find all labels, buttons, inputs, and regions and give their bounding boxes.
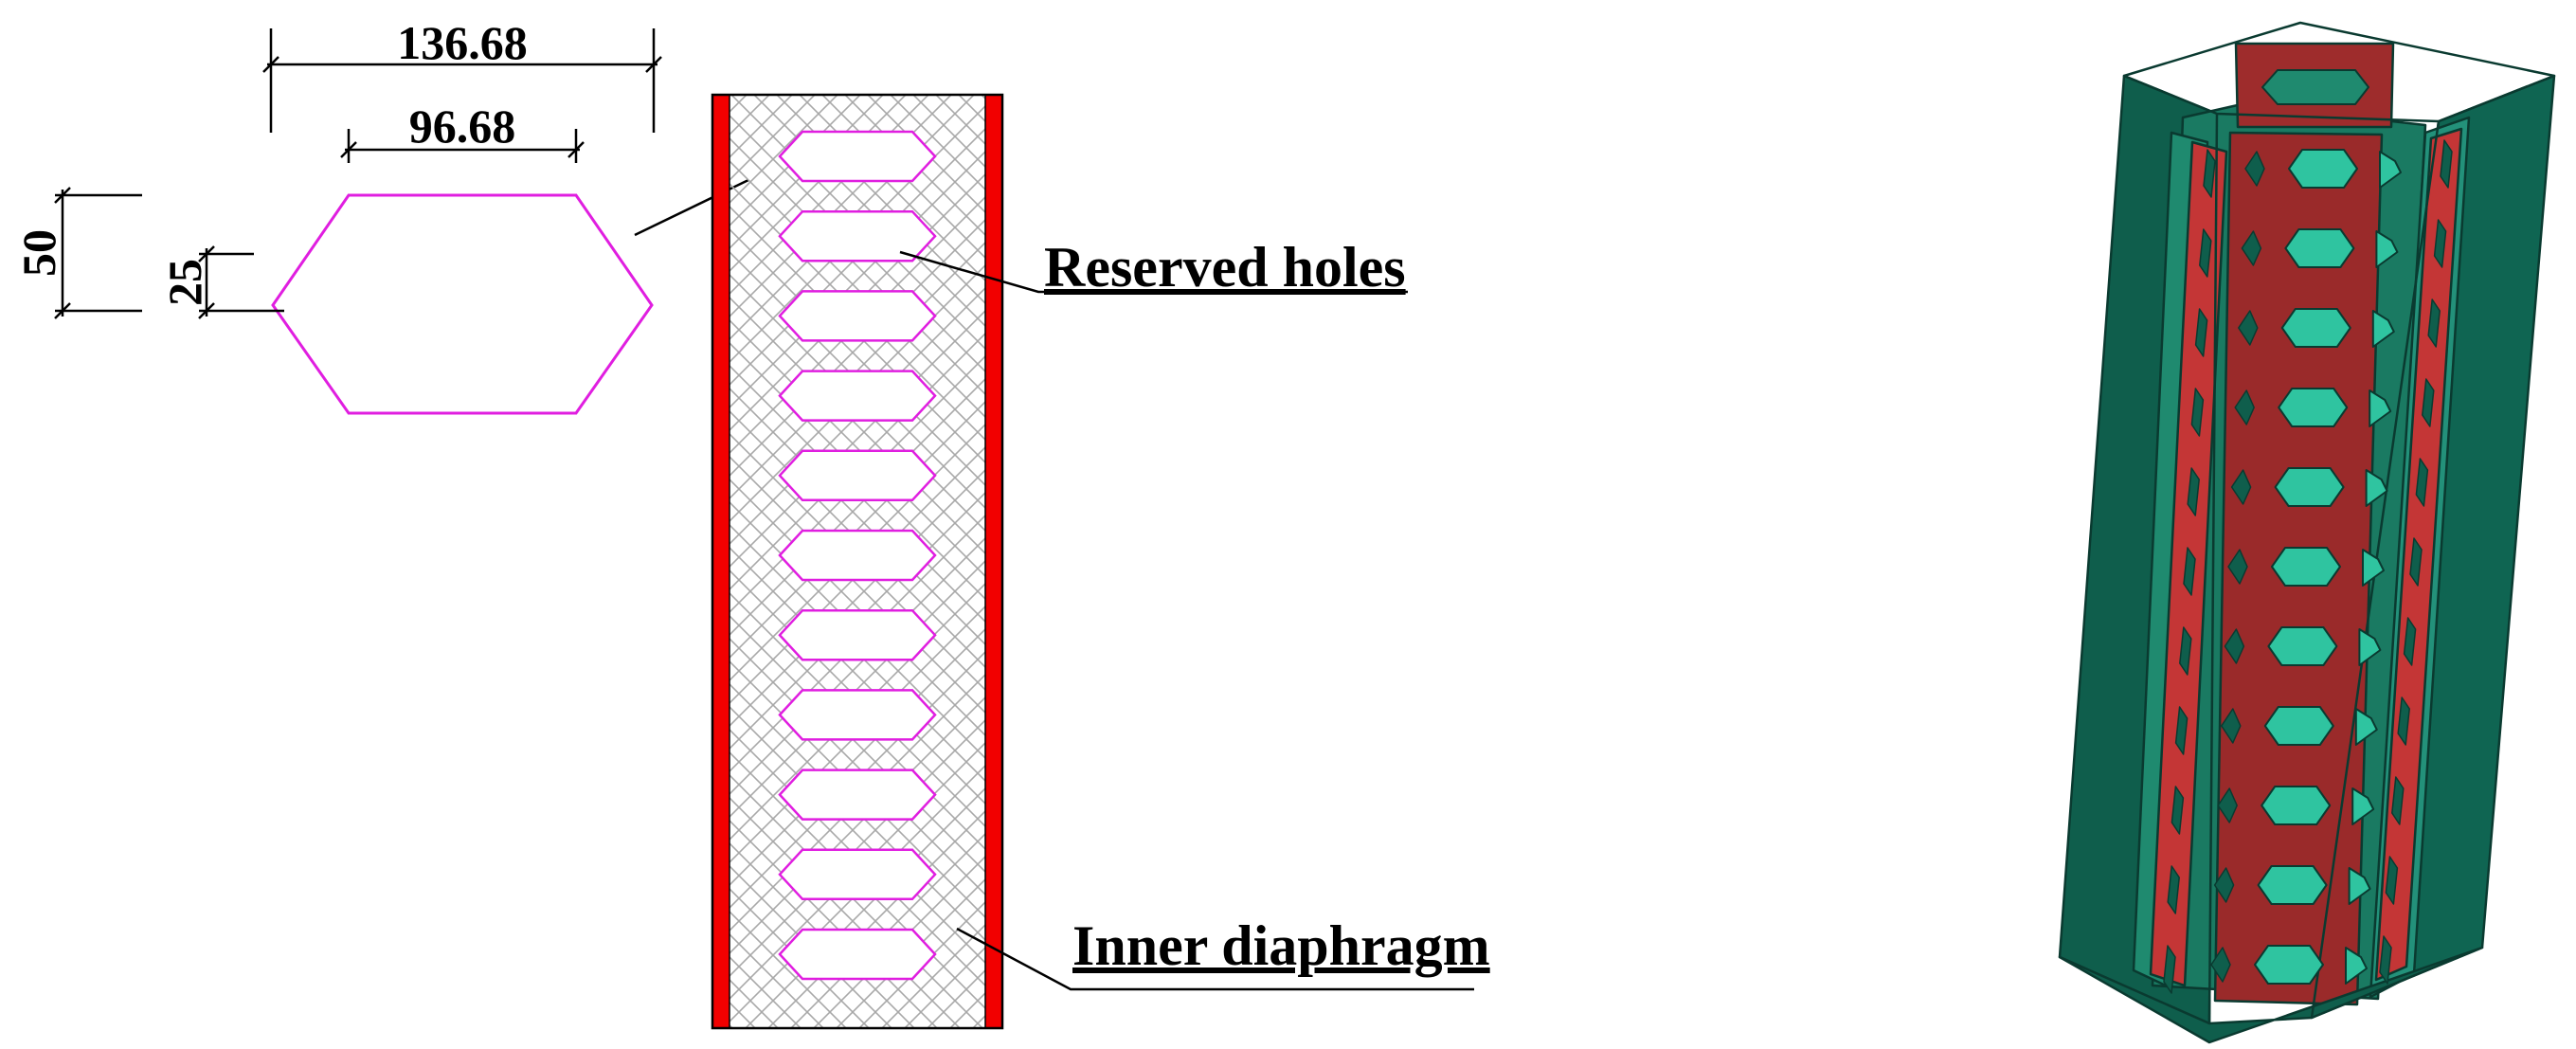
reserved-hole (778, 689, 937, 741)
dim-inner-width-label: 96.68 (409, 99, 516, 153)
model-strip-hole (2391, 776, 2405, 825)
reserved-hole (778, 608, 937, 661)
model-hole (2257, 865, 2328, 905)
model-hole-side (2210, 947, 2231, 983)
model-hole (2263, 706, 2334, 746)
model-strip-hole (2427, 298, 2441, 348)
model-hole-side (2238, 310, 2259, 346)
column-3d-model (2058, 21, 2556, 1044)
reserved-holes-column (778, 130, 937, 981)
dim-inner-width (340, 129, 585, 163)
model-strip-hole (2403, 617, 2417, 666)
model-hole-side (2221, 708, 2242, 744)
left-steel-plate (712, 95, 730, 1028)
model-bottom-face (2058, 946, 2484, 1044)
model-strip-hole (2379, 935, 2392, 985)
model-strip-hole (2415, 458, 2429, 507)
model-strip-hole (2190, 388, 2205, 437)
model-hole (2271, 547, 2341, 587)
callout-reserved-holes: Reserved holes (899, 236, 1408, 298)
model-hole (2288, 149, 2358, 189)
reserved-hole (778, 928, 937, 981)
reserved-hole (778, 449, 937, 502)
reserved-hole (778, 209, 937, 262)
model-hole-side (2217, 787, 2238, 823)
model-strip-hole (2194, 308, 2208, 357)
model-hole-side (2379, 151, 2402, 189)
inner-diaphragm-label: Inner diaphragm (1072, 914, 1490, 977)
model-hole-side (2358, 628, 2382, 666)
model-strip-hole (2163, 945, 2176, 994)
reserved-hole (778, 370, 937, 422)
dim-overall-height (54, 187, 142, 319)
model-top-rim (2122, 21, 2556, 123)
elevation-outline (711, 93, 1004, 1030)
dim-side-height (198, 245, 284, 319)
elevation-view (711, 93, 1004, 1030)
model-hole-side (2227, 549, 2248, 585)
reserved-hole (778, 130, 937, 183)
model-hole (2280, 308, 2351, 348)
model-strip-hole (2203, 149, 2216, 198)
model-strip-hole (2171, 786, 2185, 835)
model-top-hole (2261, 69, 2369, 105)
dim-overall-width-label: 136.68 (397, 16, 528, 69)
dim-overall-height-label: 50 (12, 229, 65, 277)
model-strip-hole (2179, 626, 2192, 676)
model-hole (2274, 467, 2345, 507)
model-strip-hole (2174, 706, 2189, 755)
dim-side-height-label: 25 (158, 259, 211, 306)
model-strip-hole (2187, 467, 2200, 516)
model-strip-hole (2199, 228, 2212, 278)
hole-shape-detail (271, 193, 654, 415)
model-hole-side (2365, 469, 2388, 507)
model-hole-side (2345, 947, 2368, 985)
model-hole (2254, 945, 2324, 985)
model-hole-side (2375, 230, 2399, 268)
model-hole-side (2213, 867, 2235, 903)
model-holes-group (2163, 69, 2453, 994)
model-hole-side (2241, 230, 2262, 266)
model-hole-side (2354, 708, 2378, 746)
model-hole (2261, 786, 2332, 825)
model-hole-side (2348, 867, 2371, 905)
model-hole (2284, 228, 2355, 268)
model-strip-hole (2440, 139, 2453, 189)
model-hole-side (2351, 787, 2375, 825)
right-steel-plate (985, 95, 1002, 1028)
model-hole-side (2362, 549, 2385, 587)
reserved-hole (778, 290, 937, 342)
model-strip-hole (2433, 219, 2447, 268)
reserved-hole (778, 529, 937, 582)
reserved-hole (778, 769, 937, 821)
model-strip-hole (2397, 696, 2410, 746)
reserved-holes-label: Reserved holes (1044, 236, 1406, 298)
model-strip-hole (2422, 378, 2435, 427)
callout-inner-diaphragm: Inner diaphragm (956, 914, 1490, 991)
model-hole (2267, 626, 2338, 666)
model-hole-side (2244, 151, 2265, 187)
hole-detail: 136.68 96.68 50 25 (12, 16, 749, 415)
model-hole-side (2230, 469, 2252, 505)
dim-overall-width (262, 28, 662, 133)
model-hole (2278, 388, 2349, 427)
model-hole-side (2234, 389, 2255, 425)
model-hole-side (2371, 310, 2395, 348)
model-strip-hole (2183, 547, 2196, 596)
model-hole-side (2224, 628, 2245, 664)
model-hole-side (2369, 389, 2392, 427)
model-strip-hole (2385, 856, 2399, 905)
reserved-hole (778, 848, 937, 901)
model-strip-hole (2409, 537, 2423, 587)
model-strip-hole (2167, 865, 2180, 914)
